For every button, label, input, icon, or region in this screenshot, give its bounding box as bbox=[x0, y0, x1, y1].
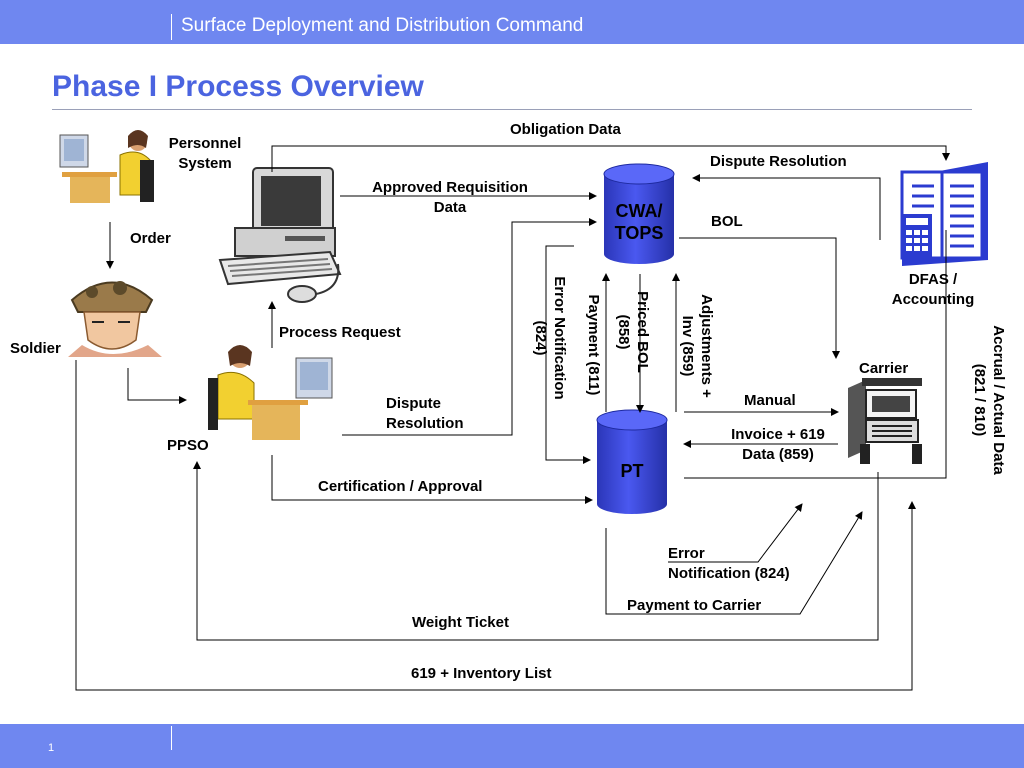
desktop-computer-icon bbox=[218, 167, 342, 303]
adjustments-label: Adjustments + Inv (859) bbox=[679, 294, 715, 398]
page-number: 1 bbox=[48, 742, 55, 754]
truck-icon bbox=[848, 378, 922, 464]
personnel-system-label: Personnel System bbox=[168, 135, 242, 172]
footer-bar: 1 bbox=[0, 724, 1024, 768]
soldier-icon bbox=[68, 281, 162, 357]
weight-ticket-label: Weight Ticket bbox=[412, 614, 509, 631]
error-notification-vertical-label: Error Notification (824) bbox=[532, 276, 568, 400]
office-worker-icon bbox=[59, 130, 154, 203]
title-rule bbox=[52, 109, 972, 110]
payment-to-carrier-label: Payment to Carrier bbox=[627, 597, 762, 614]
carrier-label: Carrier bbox=[859, 360, 909, 377]
manual-label: Manual bbox=[744, 392, 796, 409]
dispute-resolution-left-label: Dispute Resolution bbox=[386, 395, 464, 432]
office-worker-icon bbox=[208, 345, 333, 440]
dispute-resolution-top-label: Dispute Resolution bbox=[710, 153, 847, 170]
process-request-label: Process Request bbox=[279, 324, 401, 341]
pt-label: PT bbox=[620, 461, 644, 481]
pt-cylinder bbox=[596, 409, 668, 514]
header-bar: Surface Deployment and Distribution Comm… bbox=[0, 0, 1024, 44]
error-notification-bottom-label: Error Notification (824) bbox=[668, 545, 790, 582]
soldier-label: Soldier bbox=[10, 340, 61, 357]
invoice-label: Invoice + 619 Data (859) bbox=[731, 426, 825, 463]
order-label: Order bbox=[130, 230, 171, 247]
org-name: Surface Deployment and Distribution Comm… bbox=[181, 15, 584, 36]
obligation-data-label: Obligation Data bbox=[510, 121, 621, 138]
dfas-label: DFAS / Accounting bbox=[891, 271, 975, 308]
cwa-tops-label: CWA/ TOPS bbox=[614, 201, 664, 243]
certification-label: Certification / Approval bbox=[318, 478, 483, 495]
priced-bol-label: Priced BOL (858) bbox=[615, 291, 651, 373]
slide-title: Phase I Process Overview bbox=[52, 70, 424, 103]
approved-requisition-label: Approved Requisition Data bbox=[372, 179, 528, 216]
footer-separator bbox=[171, 726, 172, 750]
accrual-label: Accrual / Actual Data (821 / 810) bbox=[971, 325, 1007, 475]
inventory-list-label: 619 + Inventory List bbox=[411, 665, 552, 682]
header-separator bbox=[171, 14, 172, 40]
ppso-label: PPSO bbox=[167, 437, 209, 454]
bol-label: BOL bbox=[711, 213, 743, 230]
cwa-tops-cylinder bbox=[603, 163, 675, 264]
ledger-calculator-icon bbox=[900, 162, 988, 266]
payment-811-label: Payment (811) bbox=[585, 294, 602, 396]
